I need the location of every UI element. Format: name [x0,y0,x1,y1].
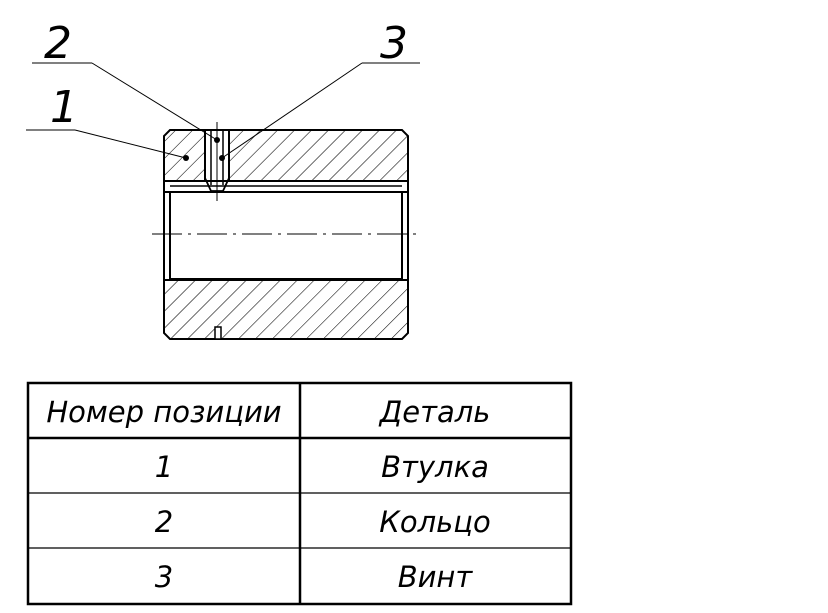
bushing-bore [169,191,403,280]
leader-2-label: 2 [44,18,72,69]
table-row-1-part: Втулка [381,450,489,484]
leader-3-label: 3 [380,18,408,69]
ring-section [163,180,409,193]
bushing-lower-wall [163,279,409,340]
table-row-2-position: 2 [155,505,173,539]
header-part: Деталь [378,395,491,429]
leader-1: 1 [26,82,189,161]
table-row-1-position: 1 [155,450,173,484]
leader-2: 2 [32,18,220,143]
bushing-upper-wall [163,129,409,182]
bottom-notch [214,326,222,340]
header-position-number: Номер позиции [46,395,281,429]
leader-1-label: 1 [50,82,78,133]
table-row-2-part: Кольцо [379,505,490,539]
table-row-3-position: 3 [155,560,173,594]
table-row-3-part: Винт [398,560,474,594]
parts-table: Номер позиции Деталь 1 Втулка 2 Кольцо 3… [26,381,573,606]
leader-3: 3 [219,18,420,161]
